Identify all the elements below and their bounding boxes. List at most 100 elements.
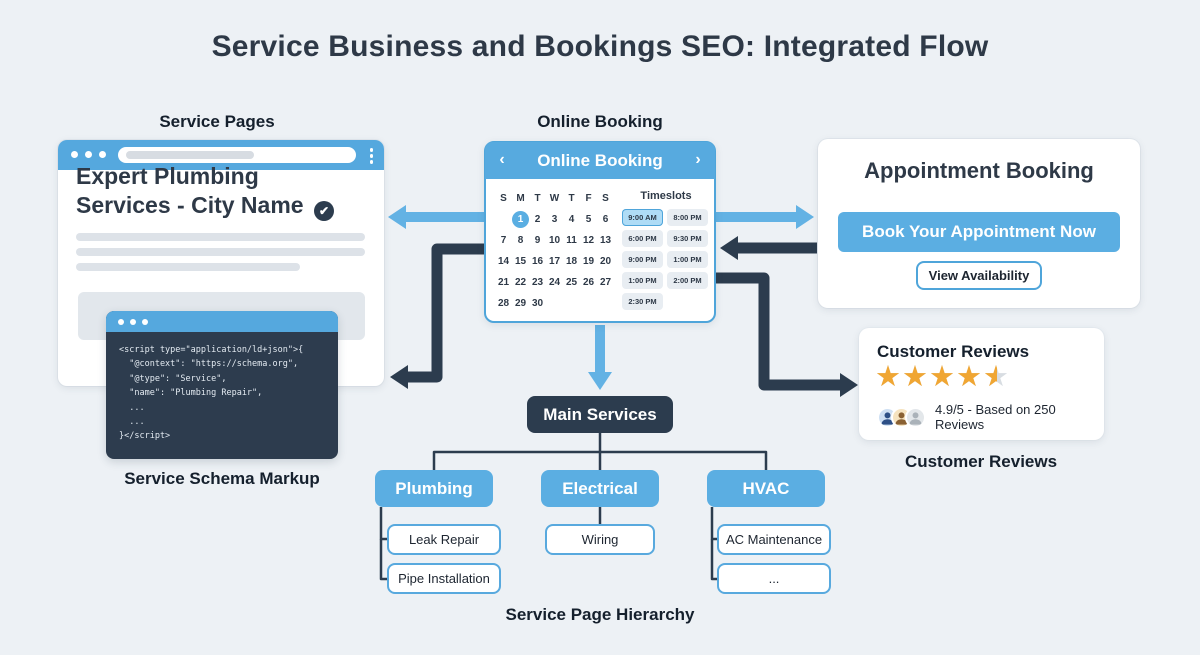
calendar-day[interactable]: 18 — [565, 256, 578, 267]
branch-plumbing[interactable]: Plumbing — [375, 470, 493, 507]
calendar-day[interactable]: 2 — [534, 214, 541, 225]
calendar-day[interactable]: 20 — [599, 256, 612, 267]
calendar-day — [580, 293, 597, 314]
calendar-day[interactable]: 26 — [582, 277, 595, 288]
browser-titlebar — [58, 140, 384, 170]
timeslot-chip[interactable]: 6:00 PM — [622, 230, 663, 247]
calendar-day[interactable]: 9 — [534, 235, 541, 246]
schema-code: <script type="application/ld+json">{ "@c… — [106, 332, 338, 444]
arrow-calendar-to-mainservices — [588, 325, 612, 390]
calendar-day[interactable]: 3 — [551, 214, 558, 225]
calendar-weekday: W — [549, 193, 560, 204]
appointment-title: Appointment Booking — [864, 158, 1094, 183]
calendar-day — [495, 209, 512, 230]
timeslot-chip[interactable]: 2:00 PM — [667, 272, 708, 289]
calendar-day[interactable]: 6 — [602, 214, 609, 225]
calendar-prev-icon[interactable]: ‹ — [499, 151, 505, 168]
calendar-weekday: T — [534, 193, 541, 204]
calendar-day[interactable]: 12 — [582, 235, 595, 246]
calendar-day[interactable]: 29 — [514, 298, 527, 309]
calendar-next-icon[interactable]: › — [695, 151, 701, 168]
code-line: "@context": "https://schema.org", — [119, 359, 299, 370]
arrow-calendar-to-schema — [390, 243, 484, 389]
calendar-day[interactable]: 23 — [531, 277, 544, 288]
calendar-day[interactable]: 19 — [582, 256, 595, 267]
calendar-day[interactable]: 14 — [497, 256, 510, 267]
calendar-day[interactable]: 27 — [599, 277, 612, 288]
arrow-calendar-to-servicepages — [388, 205, 484, 229]
child-more[interactable]: ... — [717, 563, 831, 594]
calendar-day[interactable]: 16 — [531, 256, 544, 267]
timeslot-chip[interactable]: 9:30 PM — [667, 230, 708, 247]
calendar-day[interactable]: 5 — [585, 214, 592, 225]
code-line: }</script> — [119, 431, 171, 442]
main-services-node[interactable]: Main Services — [527, 396, 673, 433]
reviews-card: Customer Reviews ★★★★★ ★★★★★ 4.9/5 - Bas… — [859, 328, 1104, 440]
window-controls-icon — [71, 151, 106, 158]
child-wiring[interactable]: Wiring — [545, 524, 655, 555]
calendar-weekday: S — [500, 193, 507, 204]
rating-text: 4.9/5 - Based on 250 Reviews — [935, 402, 1056, 432]
arrow-calendar-to-appointment — [716, 205, 814, 229]
calendar-day[interactable]: 21 — [497, 277, 510, 288]
arrow-appointment-to-calendar — [720, 236, 818, 260]
timeslot-chip[interactable]: 2:30 PM — [622, 293, 663, 310]
calendar-day-selected[interactable]: 1 — [512, 209, 529, 230]
timeslot-chip[interactable]: 8:00 PM — [667, 209, 708, 226]
reviews-summary: 4.9/5 - Based on 250 Reviews — [877, 402, 1104, 432]
view-availability-button[interactable]: View Availability — [916, 261, 1042, 290]
book-appointment-button[interactable]: Book Your Appointment Now — [838, 212, 1120, 252]
branch-electrical[interactable]: Electrical — [541, 470, 659, 507]
calendar-weekday: T — [568, 193, 575, 204]
calendar-day — [597, 293, 614, 314]
child-leak-repair[interactable]: Leak Repair — [387, 524, 501, 555]
timeslot-chip[interactable]: 1:00 PM — [622, 272, 663, 289]
calendar-day[interactable]: 15 — [514, 256, 527, 267]
code-line: "@type": "Service", — [119, 373, 227, 384]
calendar-day — [563, 293, 580, 314]
child-ac-maintenance[interactable]: AC Maintenance — [717, 524, 831, 555]
calendar-weekday: S — [602, 193, 609, 204]
timeslots-title: Timeslots — [640, 190, 692, 202]
reviewer-avatars — [877, 406, 926, 428]
address-bar[interactable] — [118, 147, 356, 163]
label-online-booking: Online Booking — [537, 112, 663, 131]
browser-menu-icon[interactable] — [369, 148, 373, 164]
calendar-day[interactable]: 8 — [517, 235, 524, 246]
calendar-weekday: F — [585, 193, 592, 204]
calendar-day[interactable]: 30 — [531, 298, 544, 309]
text-placeholder-line — [76, 248, 365, 256]
calendar-day[interactable]: 25 — [565, 277, 578, 288]
code-window-controls-icon — [106, 311, 338, 332]
label-schema-markup: Service Schema Markup — [124, 469, 320, 488]
calendar-day[interactable]: 17 — [548, 256, 561, 267]
calendar-day[interactable]: 22 — [514, 277, 527, 288]
appointment-card: Appointment Booking Book Your Appointmen… — [818, 139, 1140, 308]
branch-hvac[interactable]: HVAC — [707, 470, 825, 507]
calendar-day[interactable]: 13 — [599, 235, 612, 246]
calendar-day[interactable]: 24 — [548, 277, 561, 288]
child-pipe-installation[interactable]: Pipe Installation — [387, 563, 501, 594]
code-line: <script type="application/ld+json">{ — [119, 345, 304, 355]
code-line: ... — [119, 417, 145, 428]
calendar-day[interactable]: 10 — [548, 235, 561, 246]
timeslot-chip-selected[interactable]: 9:00 AM — [622, 209, 663, 226]
timeslot-chip[interactable]: 9:00 PM — [622, 251, 663, 268]
calendar-weekday: M — [516, 193, 525, 204]
reviews-title: Customer Reviews — [877, 342, 1030, 361]
schema-code-window: <script type="application/ld+json">{ "@c… — [106, 311, 338, 459]
calendar-header: ‹ Online Booking › — [485, 142, 715, 179]
calendar-day[interactable]: 11 — [566, 235, 577, 246]
calendar-day[interactable]: 4 — [568, 214, 575, 225]
calendar-day[interactable]: 28 — [497, 298, 510, 309]
calendar-day[interactable]: 7 — [500, 235, 507, 246]
label-service-hierarchy: Service Page Hierarchy — [505, 605, 695, 624]
page-heading: Expert Plumbing Services - City Name ✔ — [76, 162, 334, 221]
timeslot-chip[interactable]: 1:00 PM — [667, 251, 708, 268]
avatar-icon — [905, 406, 926, 428]
